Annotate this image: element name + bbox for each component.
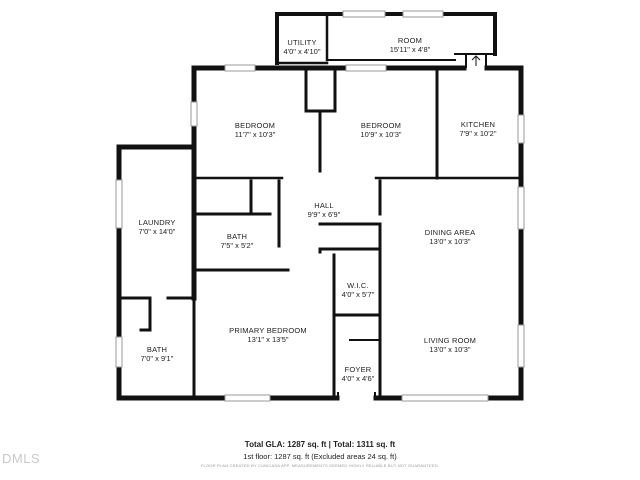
room-label-bath-1: BATH 7'5" x 5'2" <box>221 232 254 251</box>
room-dimensions: 7'9" x 10'2" <box>459 129 497 139</box>
window <box>224 394 271 402</box>
room-name: BATH <box>226 232 248 241</box>
window <box>517 114 525 144</box>
door-jamb <box>374 392 376 400</box>
room-dimensions: 4'0" x 4'6" <box>341 374 375 384</box>
room-name: HALL <box>314 201 334 210</box>
room-dimensions: 4'0" x 4'10" <box>283 47 321 57</box>
room-label-bedroom-2: BEDROOM 10'9" x 10'3" <box>360 121 401 140</box>
room-label-dining: DINING AREA 13'0" x 10'3" <box>425 228 476 247</box>
room-name: UTILITY <box>287 38 317 47</box>
window <box>401 394 489 402</box>
room-label-bath-2: BATH 7'0" x 9'1" <box>141 345 174 364</box>
room-label-wic: W.I.C. 4'0" x 5'7" <box>342 281 375 300</box>
room-name: LAUNDRY <box>138 218 176 227</box>
window <box>345 64 387 72</box>
room-label-kitchen: KITCHEN 7'9" x 10'2" <box>460 120 497 139</box>
room-label-living: LIVING ROOM 13'0" x 10'3" <box>424 336 476 355</box>
total-area-summary: Total GLA: 1287 sq. ft | Total: 1311 sq.… <box>244 440 396 449</box>
disclaimer: FLOOR PLAN CREATED BY CUBICASA APP. MEAS… <box>200 463 440 468</box>
room-label-room: ROOM 15'11" x 4'8" <box>390 36 431 55</box>
windows <box>115 10 525 402</box>
room-dimensions: 13'0" x 10'3" <box>429 345 471 355</box>
room-name: LIVING ROOM <box>423 336 477 345</box>
room-name: DINING AREA <box>424 228 476 237</box>
room-name: KITCHEN <box>460 120 496 129</box>
room-name: BEDROOM <box>360 121 402 130</box>
openings <box>337 54 487 400</box>
room-dimensions: 7'5" x 5'2" <box>220 241 254 251</box>
room-dimensions: 7'0" x 14'0" <box>138 227 176 237</box>
room-label-primary-bedroom: PRIMARY BEDROOM 13'1" x 13'5" <box>229 326 307 345</box>
room-dimensions: 7'0" x 9'1" <box>140 354 174 364</box>
room-label-bedroom-1: BEDROOM 11'7" x 10'3" <box>235 121 276 140</box>
window <box>402 10 444 18</box>
window <box>115 336 123 368</box>
window <box>517 324 525 368</box>
window <box>224 64 256 72</box>
room-name: FOYER <box>344 365 372 374</box>
room-name: BEDROOM <box>234 121 276 130</box>
room-name: BATH <box>146 345 168 354</box>
room-dimensions: 9'9" x 6'9" <box>307 210 341 220</box>
window <box>342 10 386 18</box>
door-jamb <box>485 54 487 68</box>
room-label-utility: UTILITY 4'0" x 4'10" <box>284 38 321 57</box>
floor-area-summary: 1st floor: 1287 sq. ft (Excluded areas 2… <box>243 452 397 461</box>
room-name: ROOM <box>397 36 423 45</box>
room-dimensions: 13'0" x 10'3" <box>429 237 471 247</box>
room-dimensions: 11'7" x 10'3" <box>234 130 276 140</box>
room-dimensions: 15'11" x 4'8" <box>389 45 431 55</box>
window <box>517 186 525 230</box>
room-name: W.I.C. <box>347 281 369 290</box>
window <box>190 101 198 127</box>
room-dimensions: 13'1" x 13'5" <box>247 335 289 345</box>
door-jamb <box>337 392 339 400</box>
room-dimensions: 4'0" x 5'7" <box>341 290 375 300</box>
room-label-laundry: LAUNDRY 7'0" x 14'0" <box>138 218 175 237</box>
room-dimensions: 10'9" x 10'3" <box>360 130 402 140</box>
room-label-hall: HALL 9'9" x 6'9" <box>308 201 341 220</box>
room-label-foyer: FOYER 4'0" x 4'6" <box>342 365 375 384</box>
door-jamb <box>465 54 467 68</box>
stairs-arrow <box>471 55 481 66</box>
watermark: DMLS <box>2 451 41 466</box>
window <box>115 179 123 229</box>
room-name: PRIMARY BEDROOM <box>229 326 307 335</box>
